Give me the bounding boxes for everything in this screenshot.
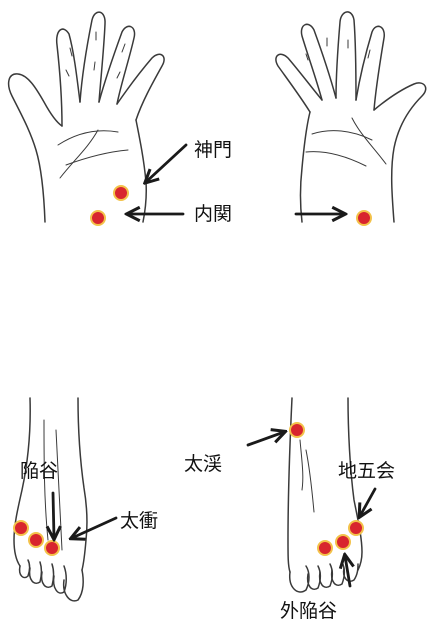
point-neiguan-right xyxy=(357,211,371,225)
point-taixi xyxy=(290,423,304,437)
point-neiguan-left xyxy=(91,211,105,225)
point-taichong xyxy=(45,541,59,555)
left-foot-outline xyxy=(14,398,87,601)
arrow-waixiangu xyxy=(345,556,350,586)
right-hand-outline xyxy=(276,12,426,222)
label-taichong: 太衝 xyxy=(120,512,158,531)
left-hand-outline xyxy=(9,12,164,222)
acupoints xyxy=(14,186,371,555)
label-neiguan: 内関 xyxy=(194,205,232,224)
label-waixiangu: 外陥谷 xyxy=(280,602,337,621)
arrow-taixi xyxy=(248,432,284,445)
label-shenmen: 神門 xyxy=(194,141,232,160)
arrow-shenmen xyxy=(146,145,186,182)
point-left-foot-2 xyxy=(29,533,43,547)
label-taixi: 太渓 xyxy=(184,455,222,474)
arrow-diwuhui xyxy=(360,489,375,516)
point-left-foot-1 xyxy=(14,521,28,535)
label-diwuhui: 地五会 xyxy=(338,462,395,481)
point-waixiangu xyxy=(336,535,350,549)
label-xiangu: 陥谷 xyxy=(20,462,58,481)
arrow-taichong xyxy=(72,518,116,538)
point-shenmen xyxy=(114,186,128,200)
arrow-xiangu xyxy=(53,493,54,538)
point-diwuhui xyxy=(349,521,363,535)
point-right-foot-extra xyxy=(318,541,332,555)
